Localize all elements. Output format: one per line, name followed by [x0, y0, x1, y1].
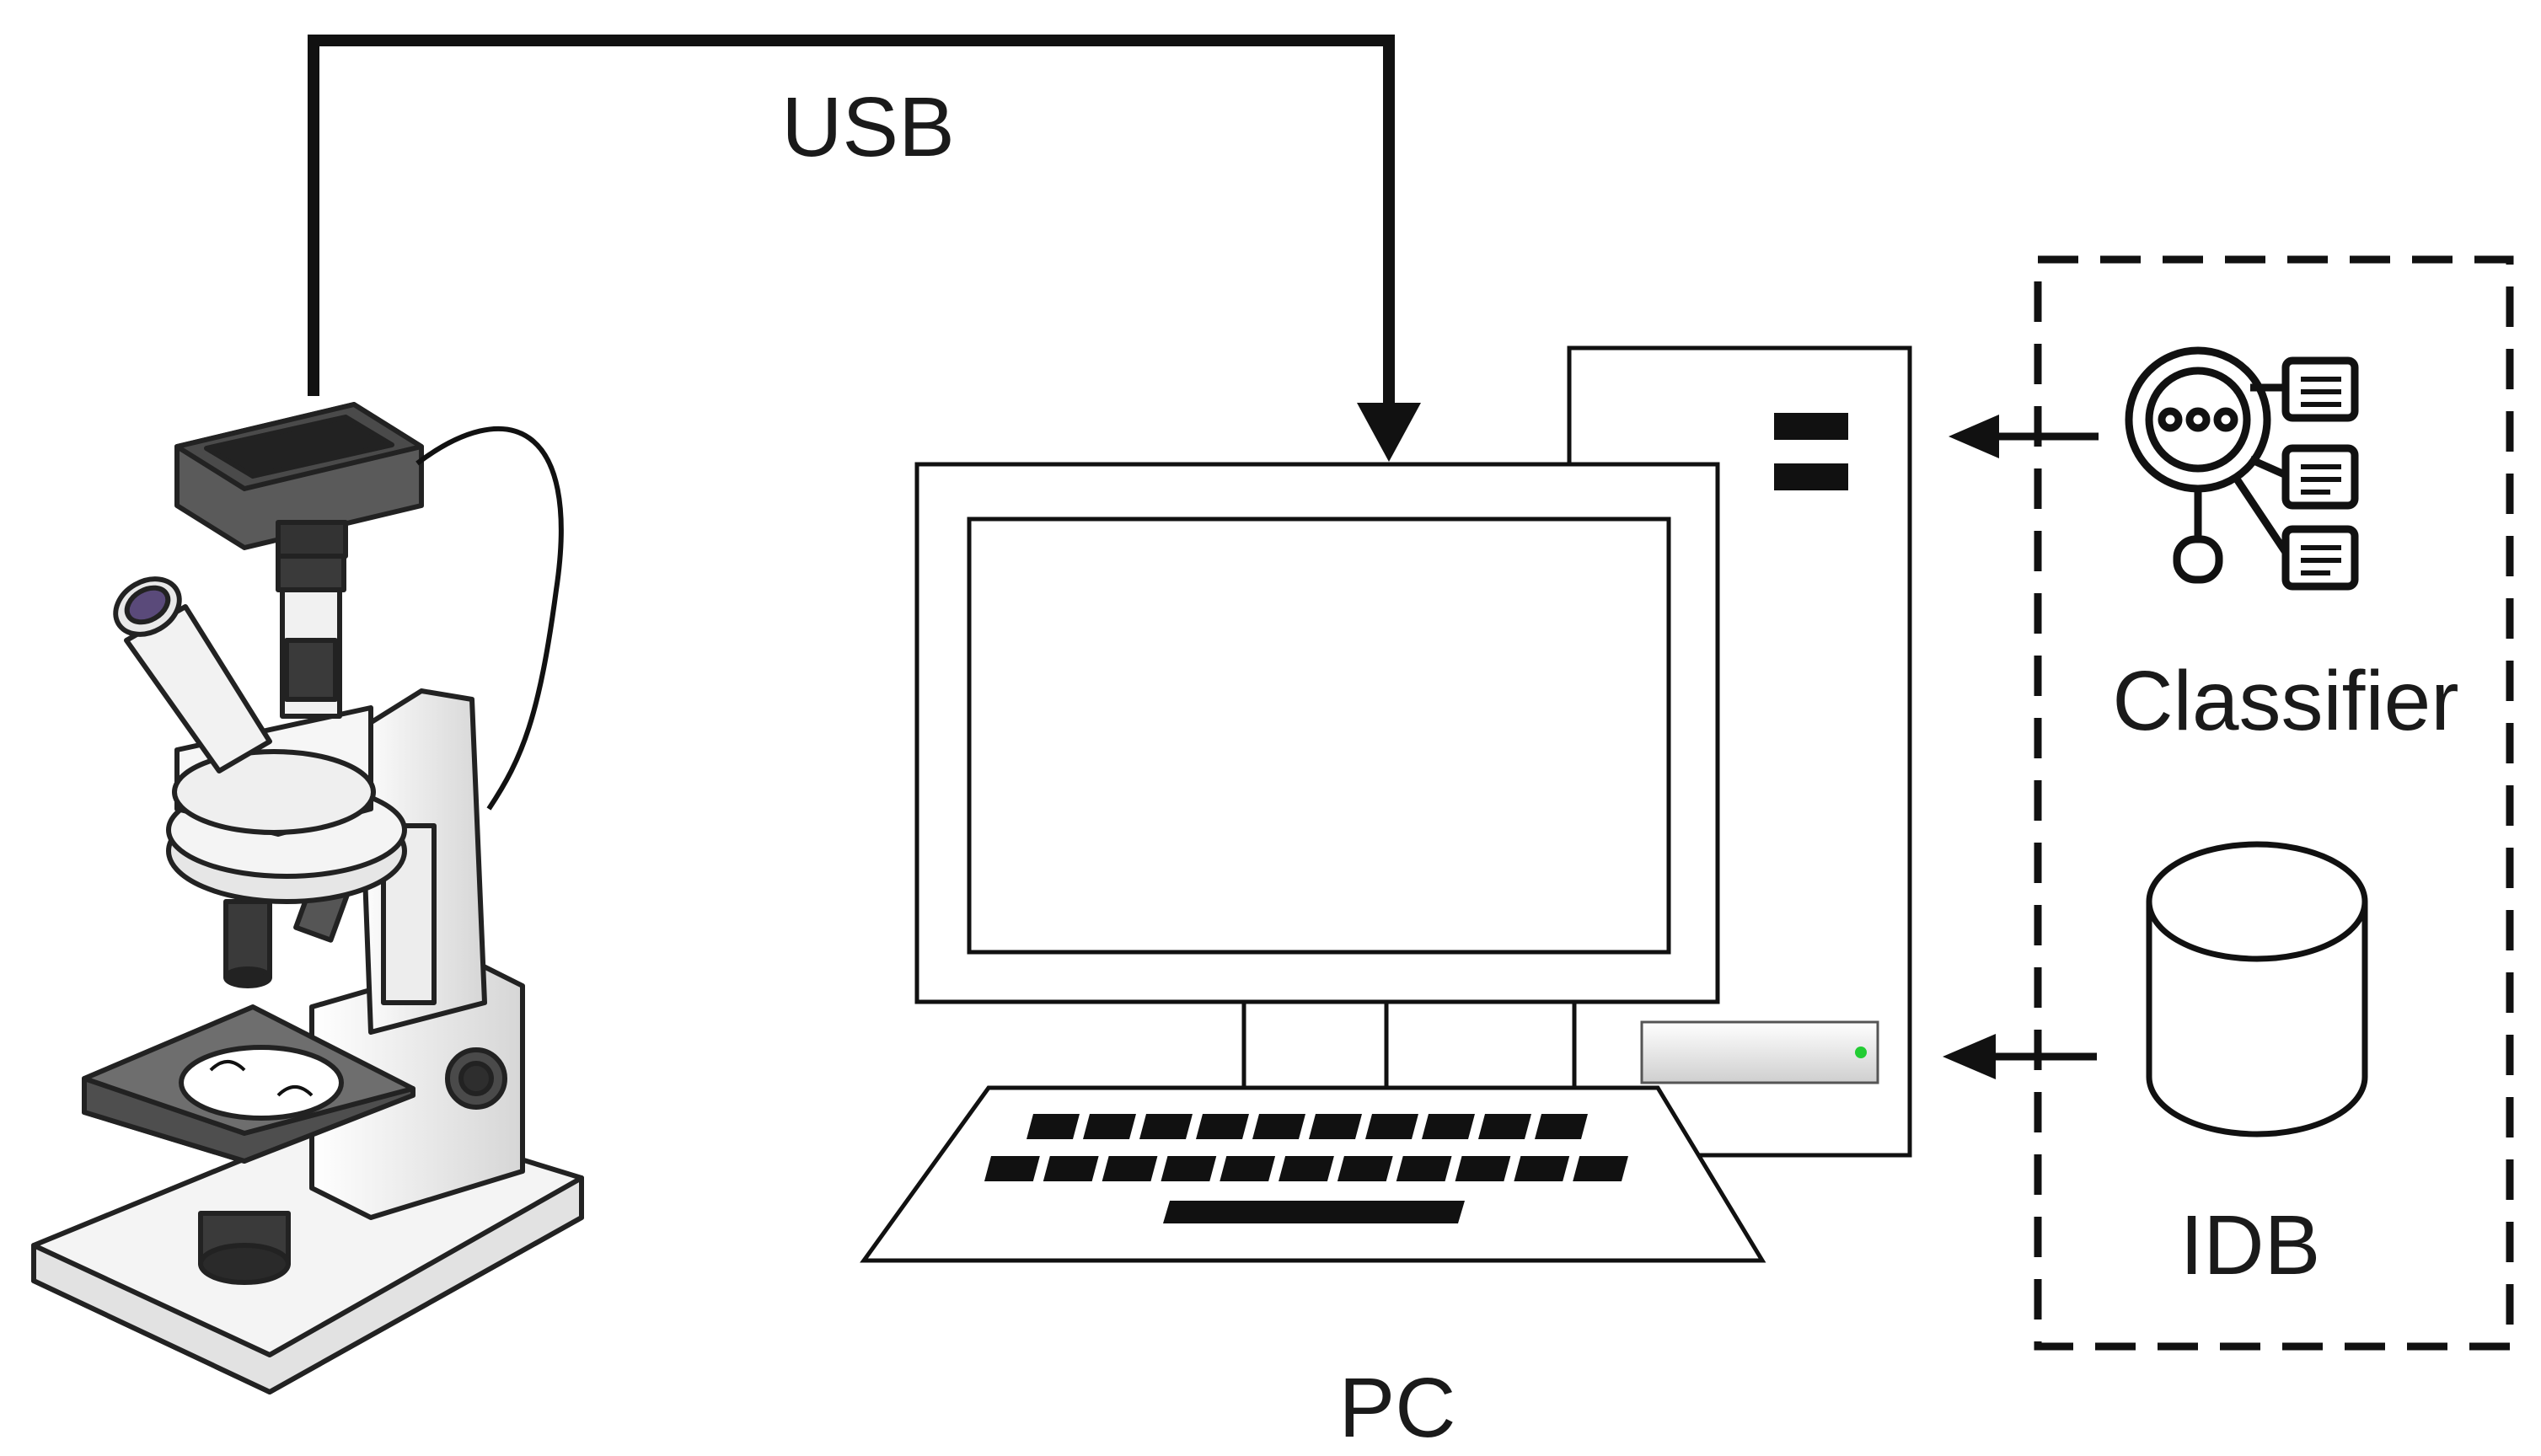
monitor-icon — [914, 462, 1720, 1004]
keyboard-key — [1365, 1114, 1418, 1139]
idb-arrow — [1943, 1034, 2097, 1079]
keyboard-key — [1478, 1114, 1531, 1139]
keyboard-key — [984, 1156, 1040, 1181]
pc-group — [860, 345, 1912, 1263]
keyboard-key — [1161, 1156, 1217, 1181]
keyboard-key — [1337, 1156, 1393, 1181]
classifier-arrow — [1949, 415, 2099, 458]
keyboard-icon — [860, 1085, 1766, 1263]
keyboard-key — [1573, 1156, 1628, 1181]
power-led — [1855, 1046, 1867, 1058]
tower-slot-1 — [1774, 413, 1848, 440]
usb-connection — [308, 35, 1421, 462]
keyboard-key — [1422, 1114, 1475, 1139]
keyboard-key — [1139, 1114, 1193, 1139]
keyboard-key — [1396, 1156, 1452, 1181]
camera-icon — [174, 402, 424, 559]
usb-arrow-head — [1357, 403, 1421, 462]
keyboard-key — [1196, 1114, 1249, 1139]
magnifier-document-icon — [2125, 346, 2359, 591]
software-box — [2034, 255, 2514, 1351]
keyboard-key — [1455, 1156, 1511, 1181]
drive-bay — [1640, 1020, 1879, 1084]
keyboard-spacebar — [1163, 1201, 1465, 1223]
keyboard-key — [1043, 1156, 1099, 1181]
keyboard-key — [1252, 1114, 1305, 1139]
usb-label: USB — [781, 80, 955, 174]
keyboard-key — [1309, 1114, 1362, 1139]
monitor-screen — [967, 517, 1671, 955]
keyboard-key — [1514, 1156, 1570, 1181]
database-cylinder-icon — [2146, 841, 2368, 1138]
microscope-icon — [31, 402, 584, 1394]
keyboard-key — [1102, 1156, 1158, 1181]
keyboard-key — [1535, 1114, 1588, 1139]
keyboard-key — [1083, 1114, 1136, 1139]
keyboard-key — [1279, 1156, 1334, 1181]
keyboard-key — [1027, 1114, 1080, 1139]
tower-slot-2 — [1774, 463, 1848, 490]
classifier-label: Classifier — [2112, 654, 2458, 748]
idb-label: IDB — [2180, 1198, 2321, 1293]
keyboard-key — [1220, 1156, 1276, 1181]
microscope-slide — [179, 1045, 344, 1121]
pc-label: PC — [1339, 1361, 1456, 1455]
